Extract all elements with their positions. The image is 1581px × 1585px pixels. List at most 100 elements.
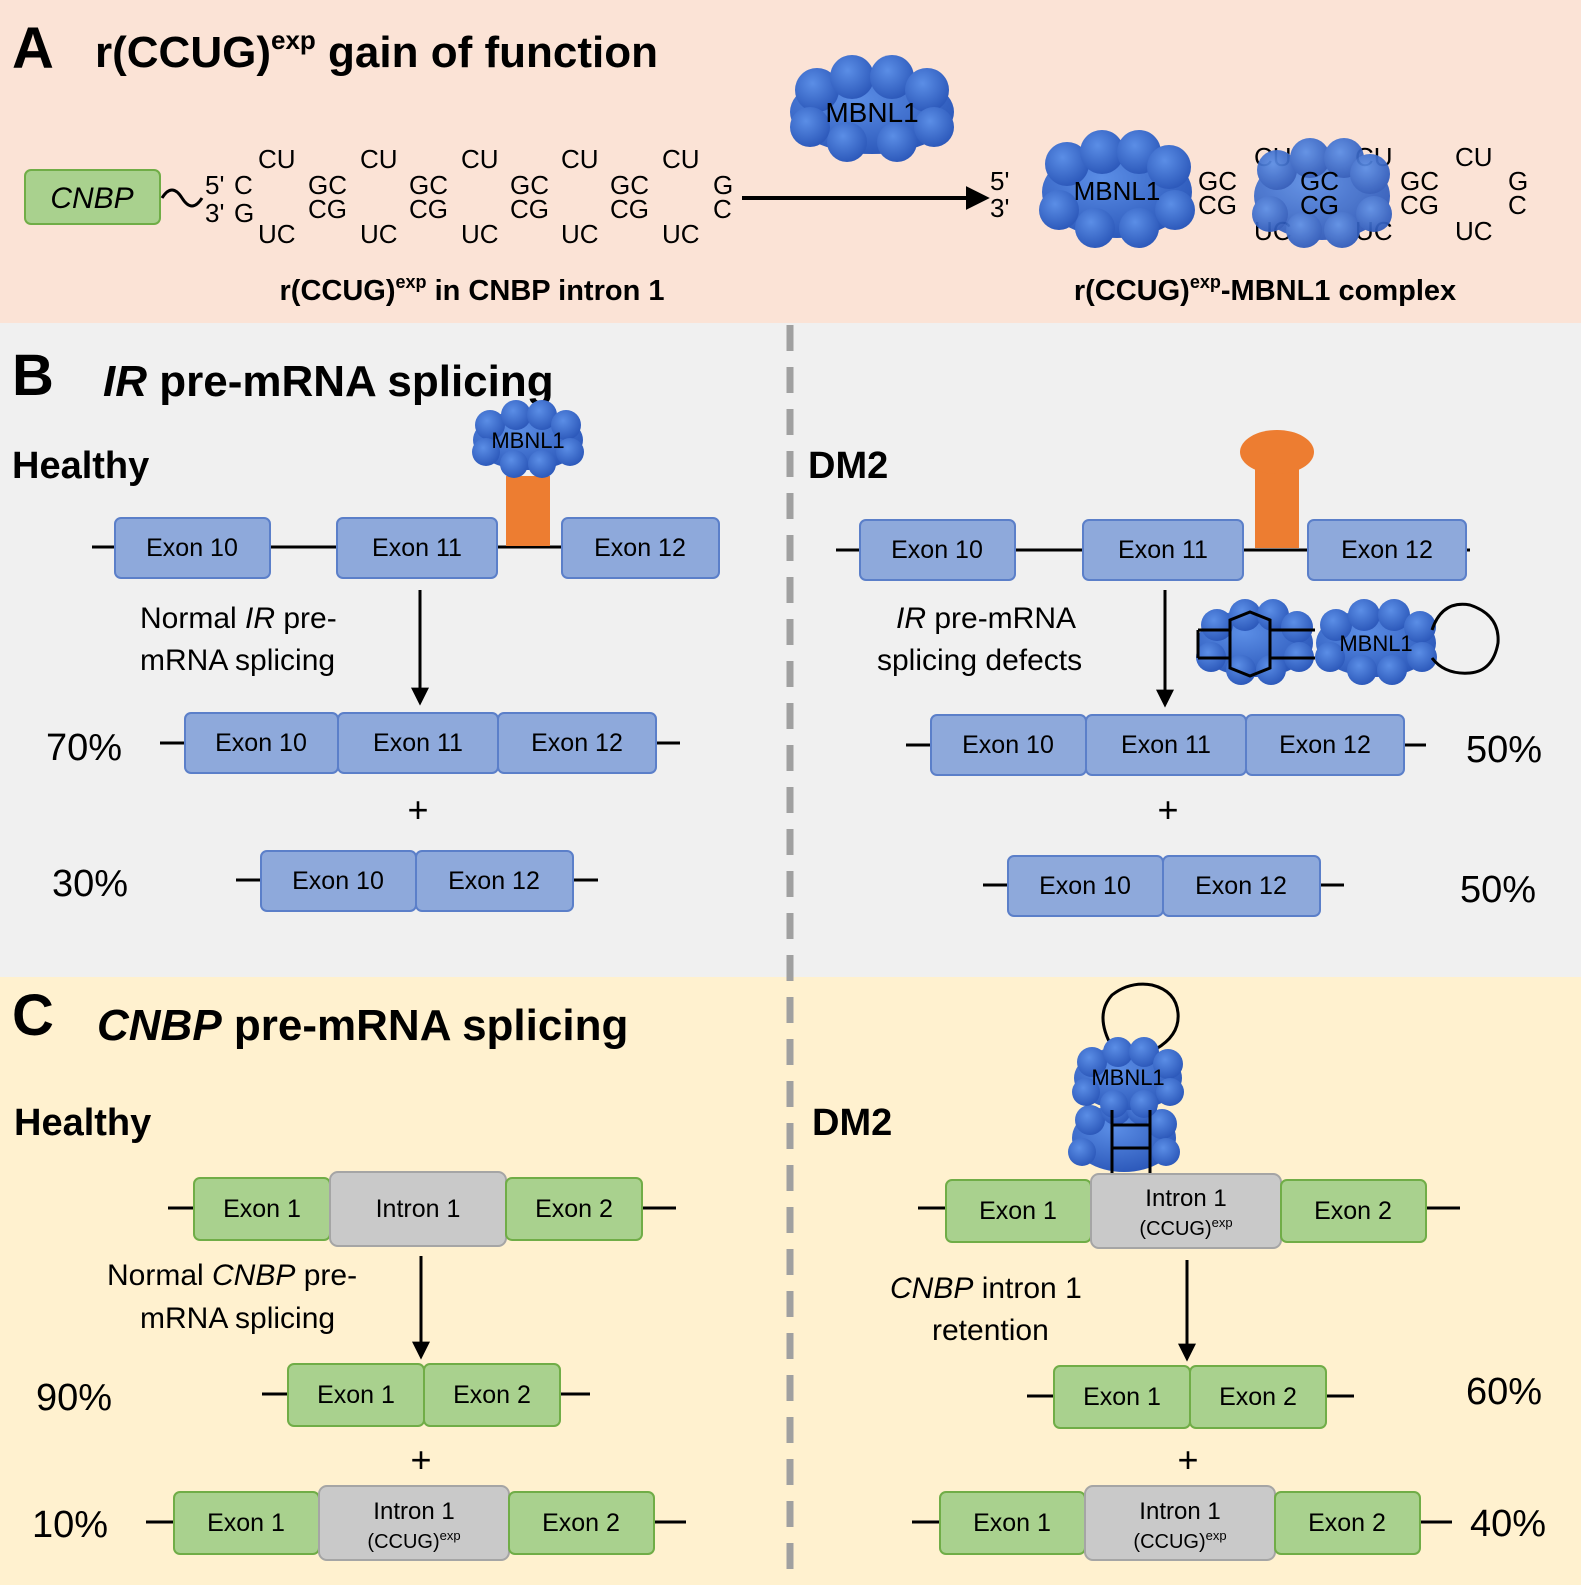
svg-text:GC: GC [308, 170, 347, 200]
svg-text:G: G [713, 170, 733, 200]
svg-text:Exon 2: Exon 2 [453, 1381, 531, 1409]
svg-text:GC: GC [510, 170, 549, 200]
svg-text:Exon 2: Exon 2 [1314, 1197, 1392, 1225]
plus-sign-dm2-b: + [1157, 789, 1178, 830]
svg-text:CG: CG [409, 194, 448, 224]
panel-c-letter: C [12, 983, 54, 1048]
mbnl1-label-c: MBNL1 [1091, 1065, 1164, 1090]
tilde-connector [160, 188, 204, 208]
svg-text:Exon 1: Exon 1 [1083, 1383, 1161, 1411]
svg-text:CU: CU [258, 144, 296, 174]
svg-text:Exon 2: Exon 2 [535, 1195, 613, 1223]
svg-text:C: C [713, 194, 732, 224]
svg-text:Intron 1: Intron 1 [1139, 1498, 1220, 1525]
svg-text:G: G [234, 198, 254, 228]
svg-text:GC: GC [1300, 166, 1339, 196]
mbnl1-cloud-healthy: MBNL1 [472, 400, 584, 478]
cnbp-mrna-dm2-retained: Exon 1 Intron 1 (CCUG)exp Exon 2 [939, 1485, 1421, 1561]
svg-text:CG: CG [610, 194, 649, 224]
panel-a-left-caption: r(CCUG)exp in CNBP intron 1 [280, 272, 665, 307]
svg-text:UC: UC [561, 219, 599, 249]
svg-text:Exon 12: Exon 12 [594, 534, 686, 562]
plus-sign-healthy-b: + [407, 789, 428, 830]
dm2-splicing-note-c: CNBP intron 1 retention [890, 1272, 1090, 1347]
ccug-hairpin-left: 5' C 3' G CU CU CU CU CU GC GC GC GC CG … [205, 144, 733, 249]
svg-text:GC: GC [1400, 166, 1439, 196]
svg-text:Exon 2: Exon 2 [542, 1509, 620, 1537]
sequestered-mbnl1-complex-c: MBNL1 [1068, 982, 1184, 1175]
exon-boxes-healthy-premrna: Exon 10 Exon 11 Exon 12 [114, 517, 720, 579]
svg-text:Exon 12: Exon 12 [1341, 536, 1433, 564]
svg-text:Exon 12: Exon 12 [531, 729, 623, 757]
svg-text:GC: GC [610, 170, 649, 200]
svg-text:Exon 10: Exon 10 [962, 731, 1054, 759]
svg-text:Exon 1: Exon 1 [317, 1381, 395, 1409]
dm2-pct-included: 50% [1466, 729, 1542, 771]
dm2-pct-spliced: 60% [1466, 1371, 1542, 1413]
panel-c-title: CNBP pre-mRNA splicing [97, 1001, 628, 1050]
healthy-pct-retained: 10% [32, 1504, 108, 1546]
orange-hairpin-stem-healthy [506, 476, 550, 546]
cnbp-premrna-dm2: Exon 1 Intron 1 (CCUG)exp Exon 2 [945, 1173, 1427, 1249]
dm2-pct-skipped: 50% [1460, 869, 1536, 911]
svg-text:CU: CU [461, 144, 499, 174]
exon-boxes-healthy-included: Exon 10 Exon 11 Exon 12 [184, 712, 657, 774]
svg-text:CU: CU [662, 144, 700, 174]
svg-text:Intron 1: Intron 1 [1145, 1185, 1226, 1212]
cnbp-mrna-dm2-spliced: Exon 1 Exon 2 [1053, 1365, 1327, 1429]
cnbp-gene-label: CNBP [50, 182, 133, 215]
panel-a-title: r(CCUG)exp gain of function [95, 25, 658, 77]
panel-b: B IR pre-mRNA splicing Healthy MBNL1 [12, 343, 1542, 917]
svg-text:(CCUG)exp: (CCUG)exp [1139, 1215, 1232, 1240]
mbnl1-free-label: MBNL1 [825, 97, 918, 128]
svg-text:Exon 10: Exon 10 [215, 729, 307, 757]
svg-text:C: C [234, 170, 253, 200]
dm2-pct-retained: 40% [1470, 1503, 1546, 1545]
healthy-pct-included: 70% [46, 727, 122, 769]
svg-text:Exon 1: Exon 1 [207, 1509, 285, 1537]
panel-a-right-caption: r(CCUG)exp-MBNL1 complex [1074, 272, 1456, 307]
mbnl1-free-cloud: MBNL1 [790, 55, 954, 162]
exon-boxes-dm2-included: Exon 10 Exon 11 Exon 12 [930, 714, 1405, 776]
svg-text:UC: UC [1455, 216, 1493, 246]
svg-text:Intron 1: Intron 1 [376, 1195, 461, 1223]
panel-c: C CNBP pre-mRNA splicing Healthy Exon 1 … [12, 982, 1546, 1561]
healthy-splicing-note-c: Normal CNBP pre- mRNA splicing [107, 1259, 365, 1335]
mbnl1-bound-cloud-2: GC CG [1252, 138, 1392, 248]
exon-boxes-dm2-premrna: Exon 10 Exon 11 Exon 12 [859, 519, 1467, 581]
svg-text:UC: UC [662, 219, 700, 249]
dm2-label-b: DM2 [808, 445, 888, 487]
svg-text:Exon 10: Exon 10 [1039, 872, 1131, 900]
svg-text:CG: CG [1198, 190, 1237, 220]
panel-b-title: IR pre-mRNA splicing [103, 357, 554, 406]
svg-text:Exon 11: Exon 11 [1121, 731, 1211, 759]
svg-text:Exon 1: Exon 1 [223, 1195, 301, 1223]
svg-text:GC: GC [1198, 166, 1237, 196]
svg-text:Exon 10: Exon 10 [292, 867, 384, 895]
svg-text:CG: CG [510, 194, 549, 224]
mbnl1-bound-label: MBNL1 [1074, 176, 1161, 206]
sequestered-mbnl1-complex-b: MBNL1 [1196, 599, 1500, 685]
svg-text:UC: UC [258, 219, 296, 249]
svg-text:(CCUG)exp: (CCUG)exp [367, 1528, 460, 1553]
svg-text:G: G [1508, 166, 1528, 196]
dm2-splicing-note-b: IR pre-mRNA splicing defects [877, 602, 1083, 677]
cnbp-gene-box [24, 169, 161, 225]
svg-text:CU: CU [1455, 142, 1493, 172]
mbnl1-label-healthy: MBNL1 [491, 428, 564, 453]
mbnl1-bound-cloud-1: MBNL1 [1039, 130, 1195, 248]
panel-a: A r(CCUG)exp gain of function CNBP 5' C … [12, 16, 1528, 307]
exon-boxes-healthy-skipped: Exon 10 Exon 12 [260, 850, 574, 912]
dm2-label-c: DM2 [812, 1102, 892, 1144]
svg-text:Exon 10: Exon 10 [146, 534, 238, 562]
svg-text:Exon 1: Exon 1 [973, 1509, 1051, 1537]
cnbp-mrna-healthy-retained: Exon 1 Intron 1 (CCUG)exp Exon 2 [173, 1485, 655, 1561]
svg-text:Exon 10: Exon 10 [891, 536, 983, 564]
healthy-label-b: Healthy [12, 445, 149, 487]
svg-text:CU: CU [360, 144, 398, 174]
svg-text:Exon 1: Exon 1 [979, 1197, 1057, 1225]
svg-text:Exon 11: Exon 11 [1118, 536, 1208, 564]
svg-text:CG: CG [1400, 190, 1439, 220]
healthy-label-c: Healthy [14, 1102, 151, 1144]
